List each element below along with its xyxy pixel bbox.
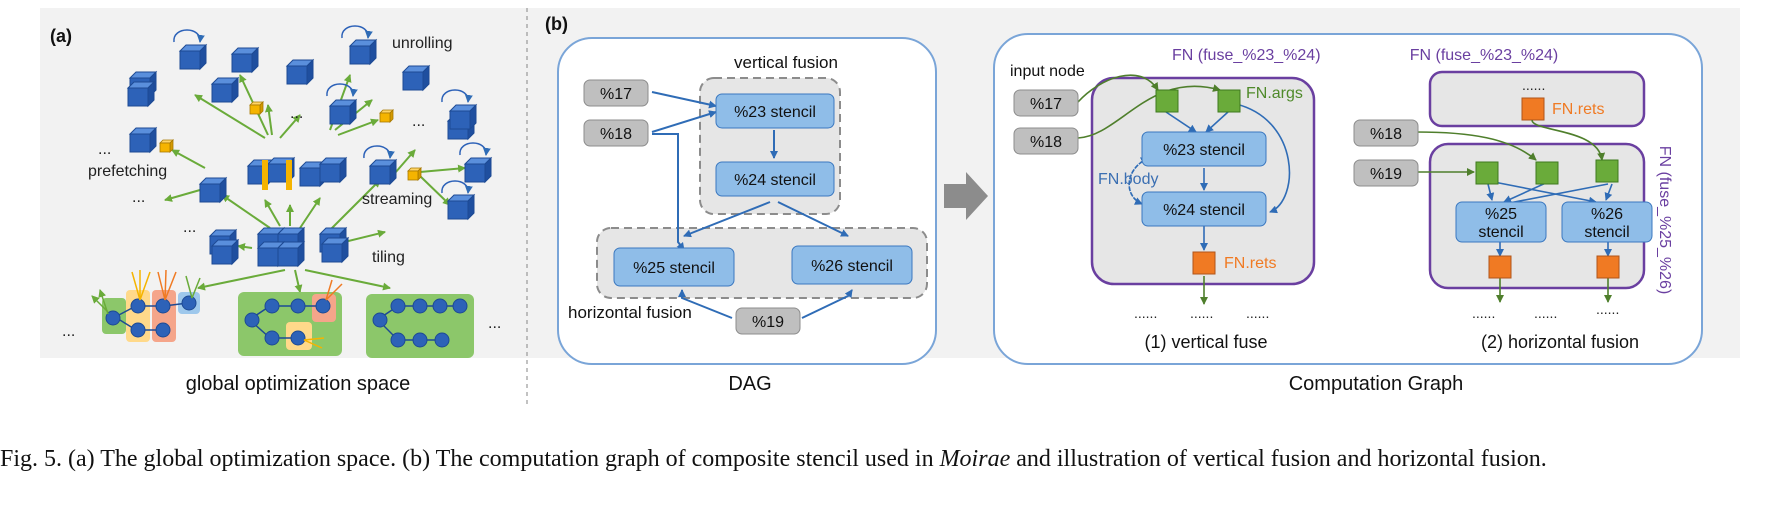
dots-label: ...... <box>1190 305 1213 321</box>
panel-a-label: (a) <box>50 26 72 46</box>
input-node-label: input node <box>1010 63 1085 80</box>
caption-text: and illustration of vertical fusion and … <box>1010 446 1547 472</box>
cube-cluster <box>127 26 492 267</box>
fn-args-square <box>1217 89 1241 113</box>
dots-label: ... <box>290 105 303 122</box>
svg-text:%18: %18 <box>600 126 632 143</box>
fn2-title: FN (fuse_%23_%24) <box>1410 47 1559 64</box>
fn-args-square <box>1155 89 1179 113</box>
dag-node-18: %18 <box>583 119 649 147</box>
dependency-graph-left <box>91 269 201 342</box>
panel-b: (b) vertical fusion %17 <box>545 14 1703 395</box>
computation-graph-panel: input node FN (fuse_%23_%24) <box>993 33 1703 365</box>
caption-italic: Moirae <box>939 446 1011 472</box>
fn3-rets-square <box>1488 255 1512 279</box>
caption-text: Fig. 5. (a) The global optimization spac… <box>0 446 940 472</box>
svg-text:%25: %25 <box>1485 206 1517 223</box>
svg-text:stencil: stencil <box>1584 224 1629 241</box>
sub2-title: (2) horizontal fusion <box>1481 332 1639 352</box>
svg-text:%19: %19 <box>1370 166 1402 183</box>
dependency-graph-right <box>366 294 474 358</box>
horizontal-fusion-label: horizontal fusion <box>568 303 692 322</box>
dag-panel: vertical fusion %17 %18 <box>557 37 937 365</box>
cg1-node-17: %17 <box>1013 89 1079 117</box>
figure: (a) <box>40 8 1740 405</box>
svg-text:%19: %19 <box>752 314 784 331</box>
dependency-graph-middle <box>238 279 343 356</box>
svg-text:%24 stencil: %24 stencil <box>734 172 816 189</box>
fn2-rets-square <box>1521 97 1545 121</box>
vertical-fusion-label: vertical fusion <box>734 53 838 72</box>
cg1-stencil-24: %24 stencil <box>1141 191 1267 227</box>
svg-text:%25 stencil: %25 stencil <box>633 260 715 277</box>
svg-text:%23 stencil: %23 stencil <box>734 104 816 121</box>
svg-text:%17: %17 <box>600 86 632 103</box>
transform-arrow-icon <box>944 172 988 220</box>
figure-caption: Fig. 5. (a) The global optimization spac… <box>0 444 1770 474</box>
dots-label: ... <box>132 189 145 206</box>
svg-text:%23 stencil: %23 stencil <box>1163 142 1245 159</box>
dots-label: ... <box>183 219 196 236</box>
svg-text:stencil: stencil <box>1478 224 1523 241</box>
dots-label: ... <box>488 315 501 332</box>
svg-text:%18: %18 <box>1030 134 1062 151</box>
fn3-args-square <box>1475 161 1499 185</box>
dag-stencil-26: %26 stencil <box>791 245 913 285</box>
fn-rets-square <box>1192 251 1216 275</box>
dag-stencil-25: %25 stencil <box>613 247 735 287</box>
svg-text:%24 stencil: %24 stencil <box>1163 202 1245 219</box>
cg1-node-18: %18 <box>1013 127 1079 155</box>
dots-label: ...... <box>1522 77 1545 93</box>
svg-text:%17: %17 <box>1030 96 1062 113</box>
fn3-rets-square <box>1596 255 1620 279</box>
panel-a: (a) <box>50 26 501 395</box>
cg2-stencil-26: %26 stencil <box>1561 201 1653 243</box>
fn3-args-square <box>1595 159 1619 183</box>
dots-label: ... <box>98 141 111 158</box>
panel-a-title: global optimization space <box>186 373 411 395</box>
dots-label: ... <box>412 113 425 130</box>
tiling-label: tiling <box>372 249 405 266</box>
dots-label: ...... <box>1534 305 1557 321</box>
panel-b-label: (b) <box>545 14 568 34</box>
fn1-title: FN (fuse_%23_%24) <box>1172 47 1321 64</box>
dots-label: ...... <box>1472 305 1495 321</box>
cg1-stencil-23: %23 stencil <box>1141 131 1267 167</box>
cg2-node-19: %19 <box>1353 159 1419 187</box>
dag-node-17: %17 <box>583 79 649 107</box>
unrolling-label: unrolling <box>392 35 452 52</box>
svg-text:%18: %18 <box>1370 126 1402 143</box>
cg2-node-18: %18 <box>1353 119 1419 147</box>
sub1-title: (1) vertical fuse <box>1144 332 1267 352</box>
dots-label: ...... <box>1134 305 1157 321</box>
fn-args-label: FN.args <box>1246 85 1303 102</box>
dag-title: DAG <box>728 373 771 395</box>
fn-body-label: FN.body <box>1098 171 1158 188</box>
svg-text:%26 stencil: %26 stencil <box>811 258 893 275</box>
computation-graph-title: Computation Graph <box>1289 373 1464 395</box>
dots-label: ...... <box>1246 305 1269 321</box>
dots-label: ... <box>62 323 75 340</box>
fn-rets-label: FN.rets <box>1224 255 1276 272</box>
fn3-title: FN (fuse_%25_%26) <box>1656 146 1673 295</box>
dag-node-19: %19 <box>735 307 801 335</box>
svg-text:%26: %26 <box>1591 206 1623 223</box>
dag-stencil-24: %24 stencil <box>715 161 835 197</box>
dots-label: ...... <box>1596 301 1619 317</box>
fn2-rets-label: FN.rets <box>1552 101 1604 118</box>
dag-stencil-23: %23 stencil <box>715 93 835 129</box>
cg2-stencil-25: %25 stencil <box>1455 201 1547 243</box>
prefetching-label: prefetching <box>88 163 167 180</box>
fn1-box <box>1090 76 1316 286</box>
streaming-label: streaming <box>362 191 432 208</box>
fn3-args-square <box>1535 161 1559 185</box>
